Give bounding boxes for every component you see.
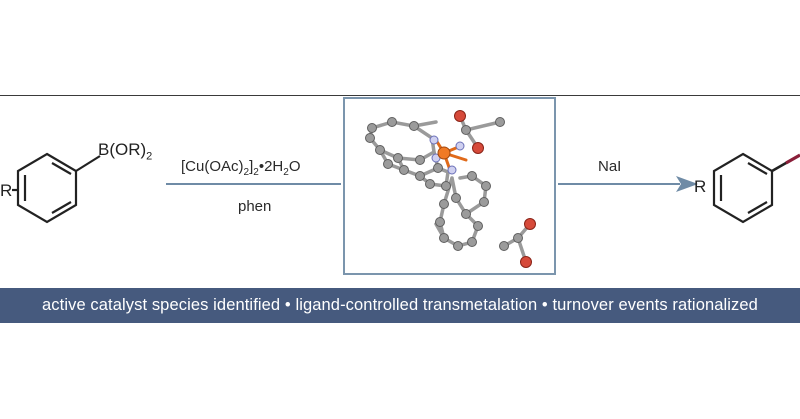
iodide-reagent-label: NaI [598,158,622,175]
right-r-label: R [694,177,707,196]
top-divider [0,95,800,96]
left-r-label: R [0,181,13,200]
summary-banner: active catalyst species identified • lig… [0,288,800,323]
right-benzene-ring [712,152,774,224]
crystal-structure-frame [343,97,556,275]
left-benzene-ring [12,152,101,224]
copper-reagent-label: [Cu(OAc)2]2•2H2O [181,158,301,178]
ligand-label: phen [238,198,272,215]
arrow-step2-head [676,176,698,192]
boronate-group-label: B(OR)2 [98,140,153,163]
iodine-bond-colored [785,153,800,165]
